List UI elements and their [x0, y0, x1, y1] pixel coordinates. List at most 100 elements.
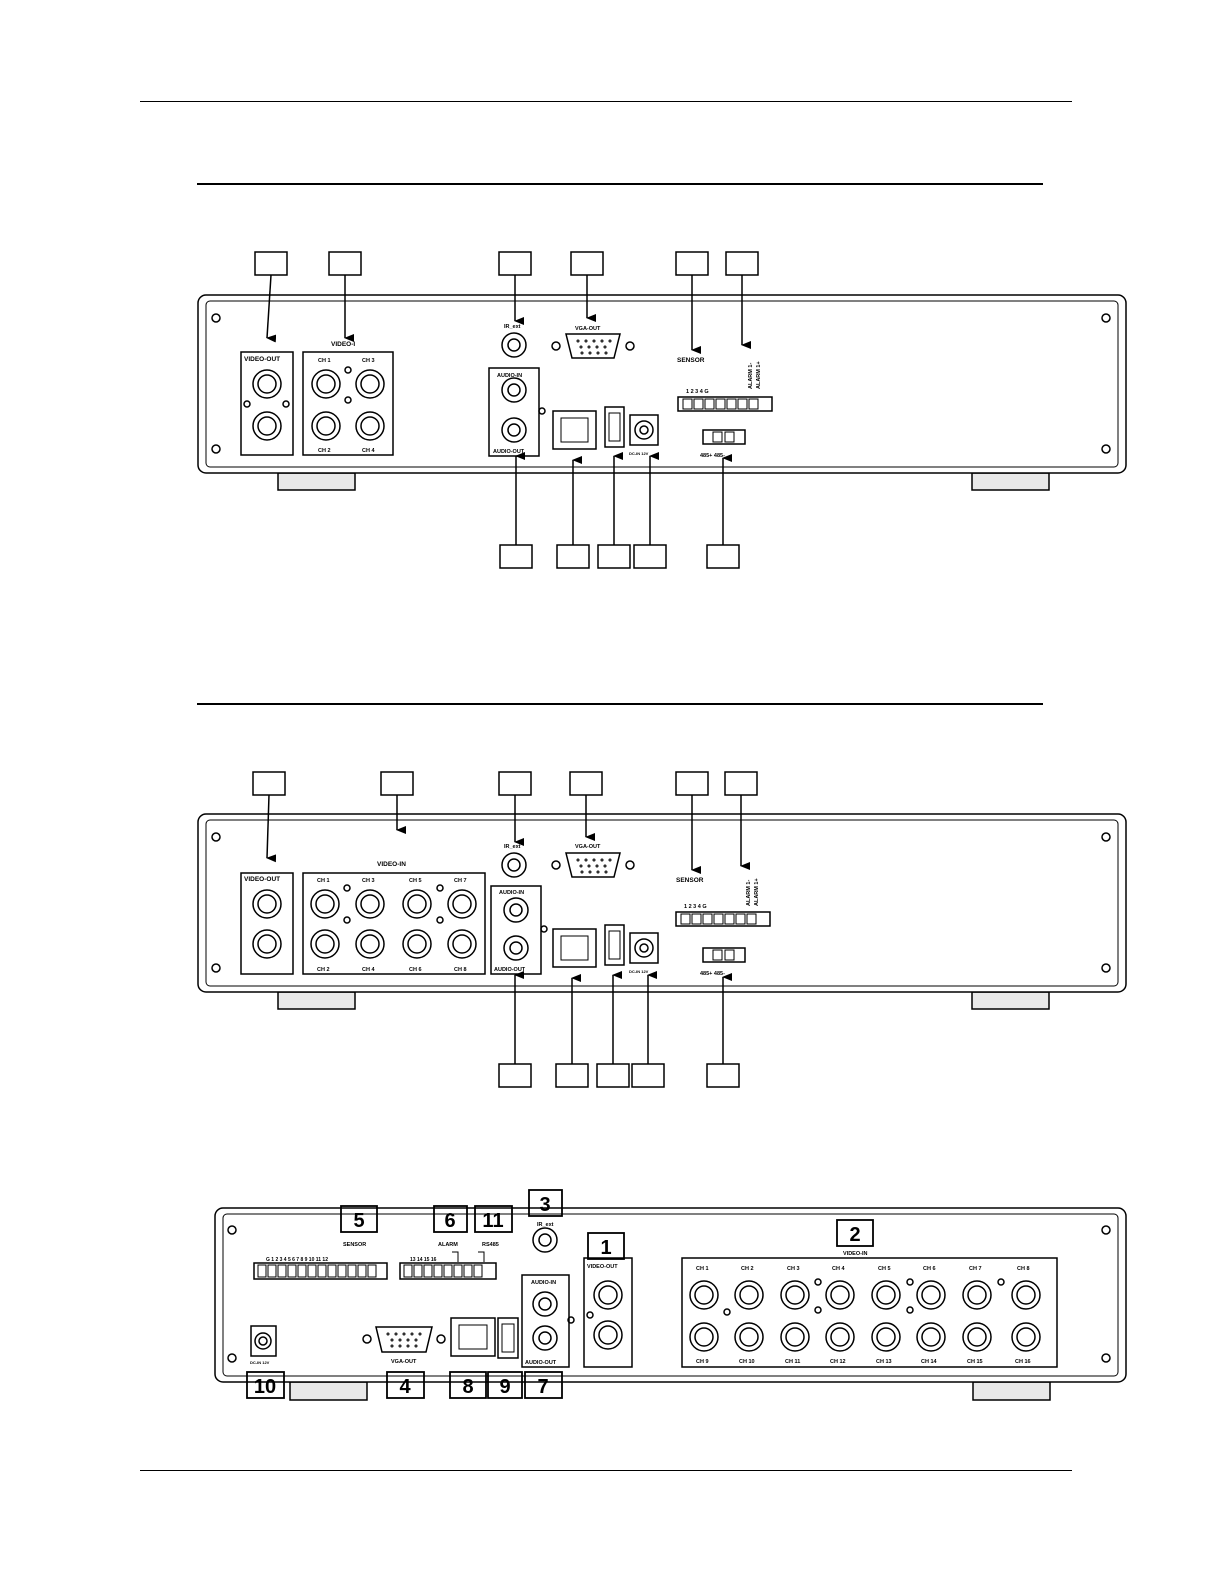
- callout-box-audio: [524, 1371, 563, 1399]
- lan-port[interactable]: [552, 928, 597, 968]
- label-ch: CH 9: [696, 1359, 709, 1365]
- audio-in-jack[interactable]: [501, 377, 527, 403]
- bnc-ch4[interactable]: [355, 411, 385, 441]
- dc-in-jack[interactable]: [629, 414, 659, 446]
- vga-port[interactable]: [375, 1326, 433, 1353]
- bnc-video-out-2[interactable]: [252, 929, 282, 959]
- label-video-out: VIDEO-OUT: [244, 876, 280, 883]
- usb-port[interactable]: [604, 924, 625, 966]
- label-rs485: RS485: [482, 1242, 499, 1248]
- audio-out-jack[interactable]: [532, 1325, 558, 1351]
- ir-ext-jack[interactable]: [532, 1227, 558, 1253]
- callout-box-video-in: [836, 1219, 874, 1247]
- rs485-terminal[interactable]: [702, 947, 746, 963]
- audio-out-jack[interactable]: [501, 417, 527, 443]
- callout-box-dc: [633, 544, 667, 569]
- callout-box-video-out: [254, 251, 288, 276]
- callout-box-lan: [449, 1371, 487, 1399]
- chassis-inner: [205, 300, 1119, 468]
- callout-box-rs485: [474, 1205, 513, 1233]
- callout-number: 3: [539, 1194, 550, 1216]
- bnc-ch1[interactable]: [310, 889, 340, 919]
- label-ch: CH 12: [830, 1359, 846, 1365]
- label-ch: CH 4: [362, 448, 375, 454]
- usb-port[interactable]: [604, 406, 625, 448]
- label-dc-in: DC-IN 12V: [629, 969, 649, 974]
- callout-number: 2: [849, 1224, 860, 1246]
- callout-box-video-in: [328, 251, 362, 276]
- video-in-block: [302, 351, 394, 456]
- label-vga-out: VGA-OUT: [391, 1359, 417, 1365]
- callout-number: 8: [462, 1376, 473, 1398]
- bnc-ch5[interactable]: [402, 889, 432, 919]
- lan-port[interactable]: [450, 1317, 496, 1357]
- label-alarm-2: ALARM 1+: [756, 361, 762, 389]
- audio-in-jack[interactable]: [532, 1291, 558, 1317]
- panel-16ch: [214, 1207, 1127, 1401]
- sensor-terminal[interactable]: [675, 911, 771, 927]
- bnc-ch1[interactable]: [311, 369, 341, 399]
- chassis-inner: [205, 819, 1119, 987]
- bnc-video-out-1[interactable]: [593, 1280, 623, 1310]
- section-rule-1: [197, 183, 1043, 185]
- alarm-terminal[interactable]: [399, 1262, 497, 1280]
- bnc-video-out-2[interactable]: [593, 1320, 623, 1350]
- bnc-ch3[interactable]: [355, 369, 385, 399]
- label-alarm-2: ALARM 1+: [754, 878, 760, 906]
- video-in-block: [302, 872, 486, 975]
- lan-port[interactable]: [552, 410, 597, 450]
- bnc-ch2[interactable]: [310, 929, 340, 959]
- bnc-ch7[interactable]: [447, 889, 477, 919]
- vga-port[interactable]: [565, 333, 621, 359]
- sensor-terminal[interactable]: [253, 1262, 388, 1280]
- callout-box-rs485: [706, 1063, 740, 1088]
- callout-number: 7: [537, 1376, 548, 1398]
- label-ch: CH 3: [787, 1266, 800, 1272]
- bnc-ch2[interactable]: [311, 411, 341, 441]
- rs485-terminal[interactable]: [702, 429, 746, 445]
- label-rs485: 485+ 485-: [700, 971, 725, 977]
- ir-ext-jack[interactable]: [501, 852, 527, 878]
- callout-number: 5: [353, 1210, 364, 1232]
- bnc-ch3[interactable]: [355, 889, 385, 919]
- callout-box-usb: [487, 1371, 523, 1399]
- callout-box-ir: [498, 771, 532, 796]
- callout-box-audio: [499, 544, 533, 569]
- callout-box-video-out: [587, 1232, 625, 1260]
- usb-port[interactable]: [497, 1317, 519, 1359]
- chassis-outline: [214, 1207, 1127, 1383]
- callout-number: 9: [499, 1376, 510, 1398]
- audio-out-jack[interactable]: [503, 935, 529, 961]
- ir-ext-jack[interactable]: [501, 332, 527, 358]
- bnc-ch8[interactable]: [447, 929, 477, 959]
- bnc-ch6[interactable]: [402, 929, 432, 959]
- callout-box-video-in: [380, 771, 414, 796]
- label-ch: CH 10: [739, 1359, 755, 1365]
- label-sensor-pins: G 1 2 3 4 5 6 7 8 9 10 11 12: [266, 1257, 328, 1263]
- callout-box-dc: [246, 1371, 285, 1399]
- audio-block: [521, 1274, 570, 1368]
- bnc-video-out-1[interactable]: [252, 369, 282, 399]
- label-ch: CH 15: [967, 1359, 983, 1365]
- panel-16ch-callouts: [246, 1189, 874, 1399]
- bnc-video-out-1[interactable]: [252, 889, 282, 919]
- bnc-video-out-2[interactable]: [252, 411, 282, 441]
- label-audio-in: AUDIO-IN: [499, 890, 524, 896]
- label-ch: CH 8: [1017, 1266, 1030, 1272]
- callout-box-sensor: [675, 251, 709, 276]
- foot-left: [277, 472, 356, 491]
- label-rs485: 485+ 485-: [700, 453, 725, 459]
- ch-labels-bottom: CH 9 CH 10 CH 11 CH 12 CH 13 CH 14 CH 15…: [696, 1359, 1031, 1365]
- label-ir-ext: IR_ext: [537, 1222, 554, 1228]
- dc-in-jack[interactable]: [250, 1325, 277, 1357]
- dc-in-jack[interactable]: [629, 932, 659, 964]
- header-rule: [140, 101, 1072, 102]
- vga-port[interactable]: [565, 852, 621, 878]
- sensor-terminal[interactable]: [677, 396, 773, 412]
- callout-number: 10: [254, 1376, 276, 1398]
- panel-4ch-labels: VIDEO-OUT VIDEO-I CH 1 CH 3 CH 2 CH 4 IR…: [244, 324, 762, 459]
- audio-in-jack[interactable]: [503, 897, 529, 923]
- bnc-ch4[interactable]: [355, 929, 385, 959]
- label-video-in: VIDEO-IN: [843, 1251, 867, 1257]
